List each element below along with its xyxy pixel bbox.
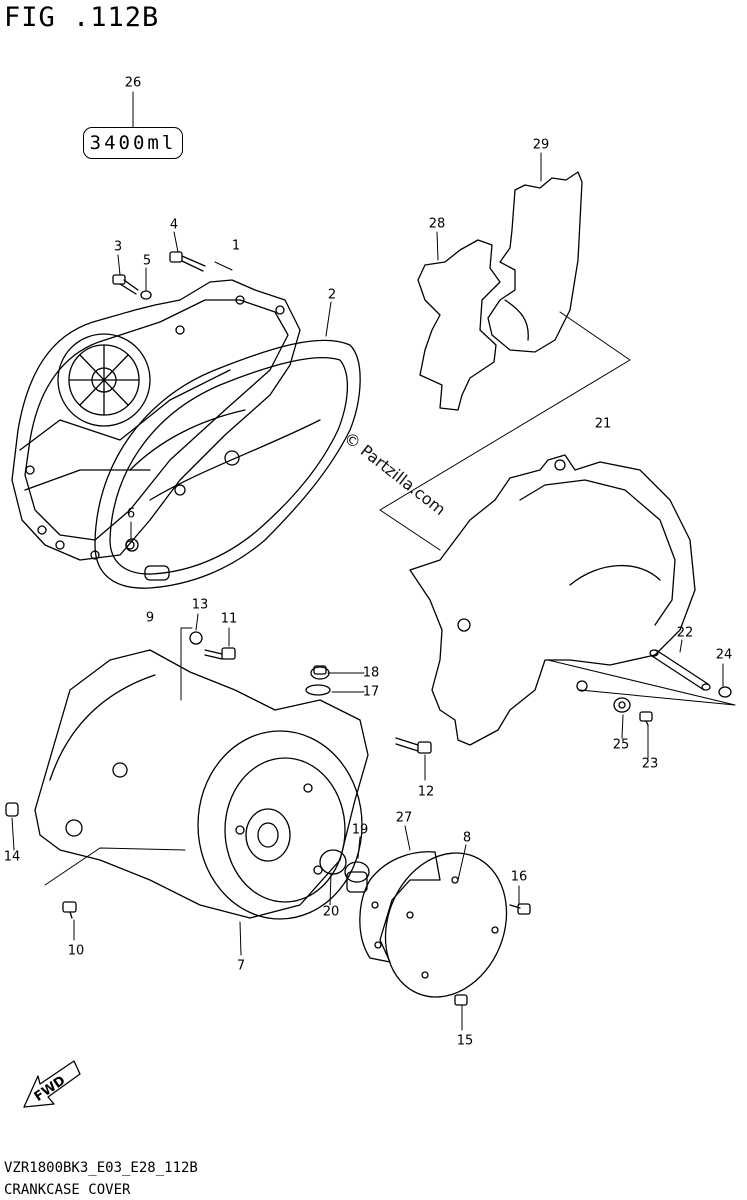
callout-2: 2: [327, 287, 337, 303]
gasket-part-2: [94, 339, 361, 589]
fwd-arrow-icon: FWD: [23, 1060, 81, 1108]
washer-part-13: [189, 631, 203, 645]
bolt-part-15: [454, 994, 468, 1006]
callout-10: 10: [67, 943, 85, 959]
callout-4: 4: [169, 217, 179, 233]
callout-25: 25: [612, 737, 630, 753]
diagram-caption: CRANKCASE COVER: [4, 1182, 131, 1198]
plug-part-19: [344, 861, 370, 893]
callout-28: 28: [428, 216, 446, 232]
bolt-part-10: [62, 901, 77, 919]
callout-26: 26: [124, 75, 142, 91]
callout-27: 27: [395, 810, 413, 826]
callout-20: 20: [322, 904, 340, 920]
pin-part-22: [649, 649, 711, 691]
plug-part-18: [310, 665, 330, 680]
cover-plate-part-8: [384, 852, 508, 998]
clutch-cover-part-7: [34, 649, 369, 920]
callout-17: 17: [362, 684, 380, 700]
bolt-part-16: [509, 903, 531, 915]
callout-22: 22: [676, 625, 694, 641]
callout-23: 23: [641, 756, 659, 772]
leader-lines: [11, 91, 736, 1031]
cover-part-21: [409, 454, 696, 746]
callout-6: 6: [126, 506, 136, 522]
gasket-part-27: [359, 851, 441, 963]
callout-8: 8: [462, 830, 472, 846]
callout-21: 21: [594, 416, 612, 432]
callout-14: 14: [3, 849, 21, 865]
callout-13: 13: [191, 597, 209, 613]
callout-3: 3: [113, 239, 123, 255]
callout-15: 15: [456, 1033, 474, 1049]
bolt-part-3: [112, 274, 139, 295]
callout-24: 24: [715, 647, 733, 663]
crankcase-cover-part-1: [11, 279, 301, 561]
callout-19: 19: [351, 822, 369, 838]
bolt-part-11: [204, 647, 236, 660]
callout-29: 29: [532, 137, 550, 153]
callout-1: 1: [231, 238, 241, 254]
bolt-part-4: [169, 251, 206, 272]
nut-part-24: [718, 686, 732, 698]
callout-11: 11: [220, 611, 238, 627]
diagram-code: VZR1800BK3_E03_E28_112B: [4, 1160, 198, 1176]
cap-part-14: [5, 802, 19, 817]
cover-part-28: [417, 239, 501, 411]
bolt-part-23: [639, 711, 653, 726]
cover-part-29: [487, 171, 583, 353]
callout-7: 7: [236, 958, 246, 974]
collar-part-25: [613, 697, 631, 713]
washer-part-5: [140, 290, 152, 300]
o-ring-part-17: [305, 684, 331, 696]
callout-18: 18: [362, 665, 380, 681]
callout-12: 12: [417, 784, 435, 800]
callout-9: 9: [145, 610, 155, 626]
bolt-part-12: [395, 737, 432, 754]
callout-5: 5: [142, 253, 152, 269]
callout-16: 16: [510, 869, 528, 885]
fig-title: FIG .112B: [4, 2, 160, 33]
o-ring-part-20: [319, 849, 347, 875]
